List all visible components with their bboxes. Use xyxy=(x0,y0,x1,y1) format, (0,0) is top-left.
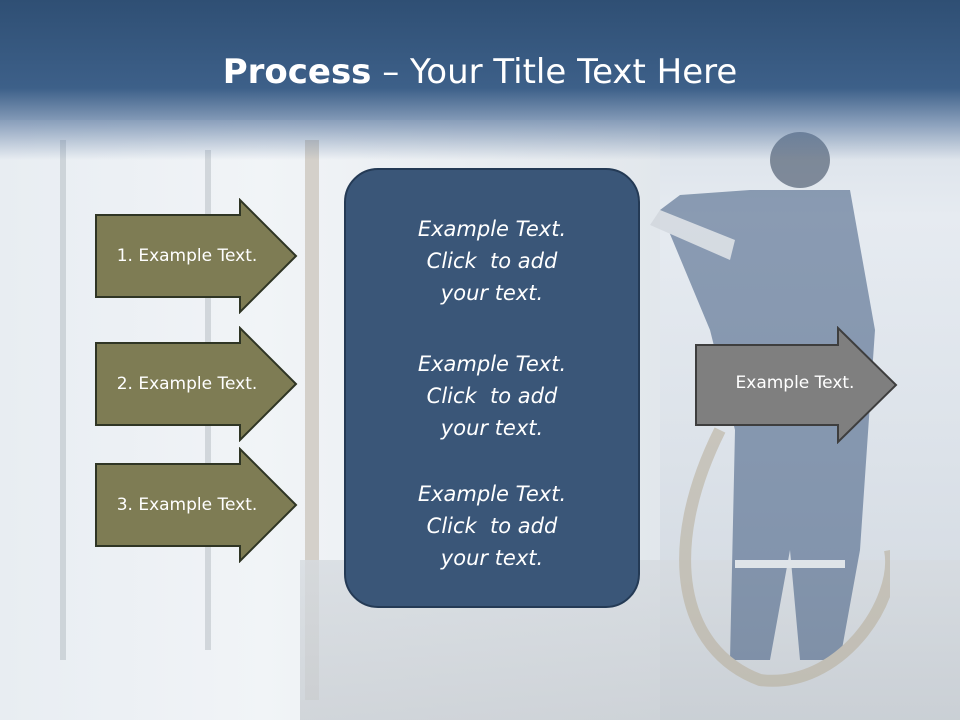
center-block-3-line2: Click to add xyxy=(426,514,558,538)
center-block-2: Example Text. Click to add your text. xyxy=(344,348,640,444)
center-block-3-line3: your text. xyxy=(440,546,544,570)
center-block-2-line2: Click to add xyxy=(426,384,558,408)
background-seam xyxy=(60,140,66,660)
left-arrow-3[interactable] xyxy=(94,447,300,563)
left-arrow-1[interactable] xyxy=(94,198,300,314)
left-arrow-2[interactable] xyxy=(94,326,300,442)
center-block-2-line1: Example Text. xyxy=(417,352,567,376)
right-arrow-label: Example Text. xyxy=(735,373,855,393)
left-arrow-2-label: 2. Example Text. xyxy=(116,374,258,394)
center-block-1-line1: Example Text. xyxy=(417,217,567,241)
page-title: Process – Your Title Text Here xyxy=(0,52,960,92)
center-text-box[interactable] xyxy=(344,168,640,608)
left-arrow-3-label: 3. Example Text. xyxy=(116,495,258,515)
center-block-1-line2: Click to add xyxy=(426,249,558,273)
left-arrow-1-label: 1. Example Text. xyxy=(116,246,258,266)
center-block-2-line3: your text. xyxy=(440,416,544,440)
center-block-3-line1: Example Text. xyxy=(417,482,567,506)
center-block-3: Example Text. Click to add your text. xyxy=(344,478,640,574)
center-block-1-line3: your text. xyxy=(440,281,544,305)
right-arrow[interactable] xyxy=(694,326,900,444)
title-bar xyxy=(0,0,960,160)
center-block-1: Example Text. Click to add your text. xyxy=(344,213,640,309)
title-rest: – Your Title Text Here xyxy=(371,52,738,92)
title-bold: Process xyxy=(222,52,372,92)
